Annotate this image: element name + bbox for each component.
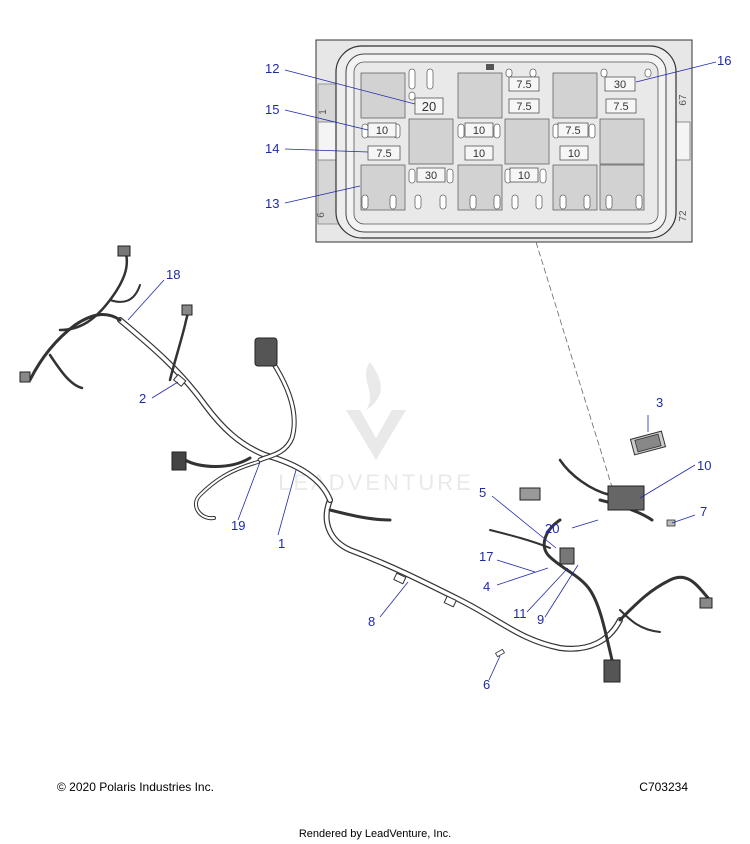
fuse-30-a: 30 [416, 167, 446, 183]
callout-18: 18 [166, 267, 180, 282]
callout-9: 9 [537, 612, 544, 627]
callout-11: 11 [513, 606, 527, 621]
fuse-10-e: 10 [559, 145, 589, 161]
copyright-text: © 2020 Polaris Industries Inc. [57, 780, 214, 794]
rendered-by-text: Rendered by LeadVenture, Inc. [298, 828, 452, 840]
callout-12: 12 [265, 61, 279, 76]
svg-text:10: 10 [568, 148, 580, 160]
svg-text:7.5: 7.5 [376, 148, 391, 160]
fuse-7-5-d: 7.5 [557, 122, 589, 138]
svg-text:20: 20 [422, 99, 436, 114]
part-7-clip [666, 519, 676, 527]
fuse-7-5-c: 7.5 [508, 98, 540, 114]
fuse-30-b: 30 [604, 76, 636, 92]
connectors [19, 245, 713, 683]
svg-text:10: 10 [518, 170, 530, 182]
side-label-67: 67 [678, 94, 689, 106]
callout-4: 4 [483, 579, 490, 594]
svg-text:10: 10 [376, 125, 388, 137]
callout-3: 3 [656, 395, 663, 410]
svg-text:7.5: 7.5 [516, 79, 531, 91]
wiring-harness [28, 248, 712, 662]
fuse-10-a: 10 [367, 122, 397, 138]
fuse-10-d: 10 [509, 167, 539, 183]
callout-8: 8 [368, 614, 375, 629]
svg-text:7.5: 7.5 [565, 125, 580, 137]
callout-17: 17 [479, 549, 493, 564]
callout-2: 2 [139, 391, 146, 406]
callout-7: 7 [700, 504, 707, 519]
svg-text:30: 30 [614, 79, 626, 91]
callout-14: 14 [265, 141, 279, 156]
callout-1: 1 [278, 536, 285, 551]
svg-text:10: 10 [473, 125, 485, 137]
svg-text:10: 10 [473, 148, 485, 160]
side-label-6: 6 [316, 212, 327, 218]
part-3-connector-block [629, 430, 667, 456]
callout-20: 20 [545, 521, 559, 536]
callout-19: 19 [231, 518, 245, 533]
inset-connector-line [535, 241, 613, 488]
fuse-7-5-e: 7.5 [605, 98, 637, 114]
callout-15: 15 [265, 102, 279, 117]
callout-5: 5 [479, 485, 486, 500]
callout-10: 10 [697, 458, 711, 473]
fuse-10-b: 10 [464, 122, 494, 138]
fuse-box-inset: 20 10 7.5 30 10 10 7.5 7.5 [315, 39, 693, 243]
fuse-20: 20 [414, 97, 444, 115]
fuse-7-5-b: 7.5 [508, 76, 540, 92]
svg-text:30: 30 [425, 170, 437, 182]
svg-text:7.5: 7.5 [516, 101, 531, 113]
fuse-7-5-a: 7.5 [367, 145, 401, 161]
fuse-10-c: 10 [464, 145, 494, 161]
callout-numbers: 1 2 3 4 5 6 7 8 9 10 11 12 13 14 15 16 1… [139, 53, 731, 692]
side-label-72: 72 [678, 210, 689, 222]
callout-6: 6 [483, 677, 490, 692]
side-label-1: 1 [318, 109, 329, 115]
callout-13: 13 [265, 196, 279, 211]
drawing-id: C703234 [639, 780, 688, 794]
part-6-tie [494, 648, 506, 658]
callout-leaders [127, 61, 717, 681]
callout-16: 16 [717, 53, 731, 68]
svg-text:7.5: 7.5 [613, 101, 628, 113]
